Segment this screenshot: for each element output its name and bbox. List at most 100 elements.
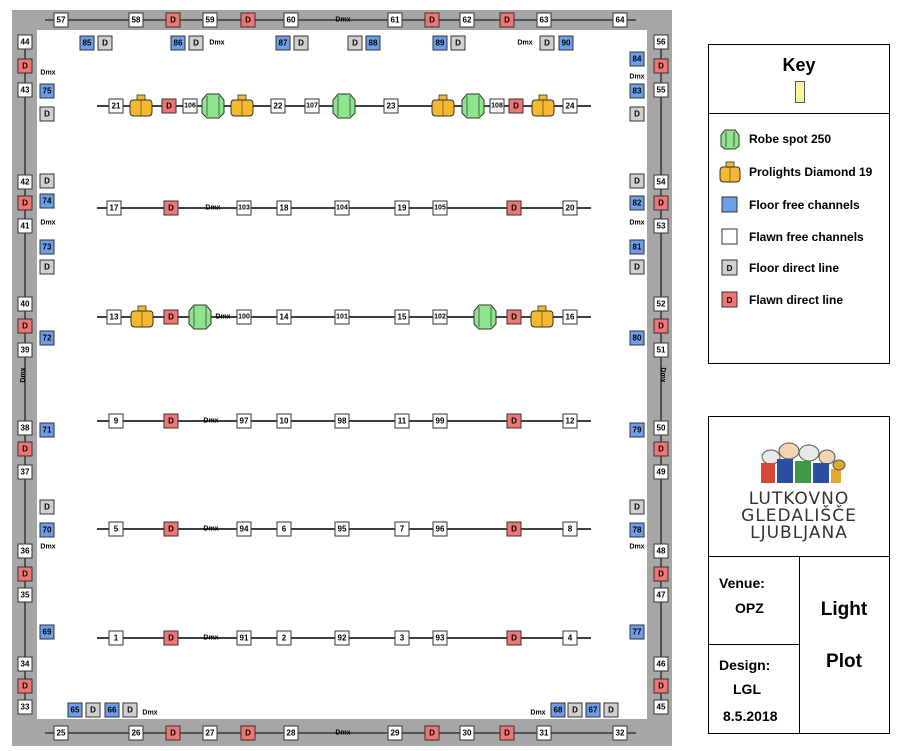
prolights-diamond-19 (230, 94, 254, 117)
channel-label: D (44, 177, 50, 186)
top-inner-direct (293, 35, 309, 51)
pipe-direct (163, 413, 179, 429)
top-inner-box (365, 35, 381, 51)
top-inner-direct (188, 35, 204, 51)
pipe-channel (276, 309, 292, 325)
pipe-channel (489, 98, 505, 114)
pipe-channel (276, 200, 292, 216)
channel-label: 105 (434, 205, 446, 212)
right-dmx-label: Dmx (659, 367, 666, 382)
channel-label: 99 (436, 417, 445, 426)
channel-label: 20 (566, 204, 575, 213)
top-edge-box (459, 12, 475, 28)
channel-label: D (634, 263, 640, 272)
channel-label: D (511, 204, 517, 213)
bottom-direct-box (240, 725, 256, 741)
key-label-flawn-free: Flawn free channels (749, 230, 864, 244)
design-value: LGL (733, 681, 761, 697)
pipe-channel (236, 630, 252, 646)
red-d-icon: D (721, 291, 738, 308)
channel-label: 39 (21, 346, 30, 355)
pipe-channel (276, 630, 292, 646)
channel-label: 23 (387, 102, 396, 111)
right-direct-box (653, 566, 669, 582)
pipe-channel (182, 98, 198, 114)
channel-label: 97 (240, 417, 249, 426)
channel-label: 28 (287, 729, 296, 738)
channel-label: 64 (616, 16, 625, 25)
channel-label: 44 (21, 38, 30, 47)
dmx-label: Dmx (203, 526, 218, 533)
pipe-channel (432, 630, 448, 646)
right-edge-box (653, 543, 669, 559)
bottom-edge-box (459, 725, 475, 741)
channel-label: 29 (391, 729, 400, 738)
channel-label: 59 (206, 16, 215, 25)
channel-label: D (429, 729, 435, 738)
right-edge-box (653, 218, 669, 234)
key-item-floor-direct: D Floor direct line (719, 257, 839, 279)
channel-label: D (22, 322, 28, 331)
channel-label: 24 (566, 102, 575, 111)
channel-label: 102 (434, 314, 446, 321)
channel-label: 30 (463, 729, 472, 738)
channel-label: 11 (398, 417, 407, 426)
svg-text:D: D (727, 264, 733, 273)
right-inner-box (629, 239, 645, 255)
channel-label: D (511, 525, 517, 534)
channel-label: 7 (400, 525, 405, 534)
left-direct-box (17, 678, 33, 694)
channel-label: 17 (110, 204, 119, 213)
pipe-direct (161, 98, 177, 114)
dmx-label: Dmx (205, 205, 220, 212)
right-inner-box (629, 51, 645, 67)
channel-label: 31 (540, 729, 549, 738)
left-direct-box (17, 441, 33, 457)
bottom-edge-box (53, 725, 69, 741)
top-inner-box (275, 35, 291, 51)
right-inner-direct (629, 259, 645, 275)
channel-label: 104 (336, 205, 348, 212)
pipe-channel (394, 630, 410, 646)
channel-label: 8 (568, 525, 573, 534)
pipe-direct (163, 630, 179, 646)
right-inner-box (629, 83, 645, 99)
left-inner-box (39, 83, 55, 99)
top-inner-box (170, 35, 186, 51)
channel-label: 41 (21, 222, 30, 231)
pipe-channel (562, 98, 578, 114)
pipe-channel (432, 309, 448, 325)
bottom-inner-direct (122, 702, 138, 718)
right-edge-box (653, 656, 669, 672)
dmx-label: Dmx (40, 220, 55, 227)
channel-label: 75 (43, 87, 52, 96)
channel-label: D (44, 503, 50, 512)
channel-label: 70 (43, 526, 52, 535)
pipe-direct (506, 630, 522, 646)
pipe-direct (506, 521, 522, 537)
channel-label: 65 (71, 706, 80, 715)
right-inner-box (629, 522, 645, 538)
venue-label: Venue: (719, 575, 765, 591)
channel-label: 1 (114, 634, 119, 643)
date-value: 8.5.2018 (723, 708, 778, 724)
channel-label: 45 (657, 703, 666, 712)
bottom-edge-box (612, 725, 628, 741)
channel-label: D (544, 39, 550, 48)
channel-label: D (658, 62, 664, 71)
channel-label: 68 (554, 706, 563, 715)
svg-text:D: D (727, 296, 733, 305)
top-edge-box (536, 12, 552, 28)
key-panel: Key Robe spot 250 Prolights Diamond 19 F… (708, 44, 890, 364)
channel-label: D (658, 445, 664, 454)
channel-label: D (658, 199, 664, 208)
logo-text-line2: GLEDALIŠČE (741, 506, 857, 526)
channel-label: 37 (21, 468, 30, 477)
pipe-channel (106, 200, 122, 216)
pipe-channel (334, 413, 350, 429)
channel-label: 40 (21, 300, 30, 309)
bottom-inner-box (585, 702, 601, 718)
key-label-floor-free: Floor free channels (749, 198, 860, 212)
pipe-channel (108, 521, 124, 537)
channel-label: 50 (657, 424, 666, 433)
